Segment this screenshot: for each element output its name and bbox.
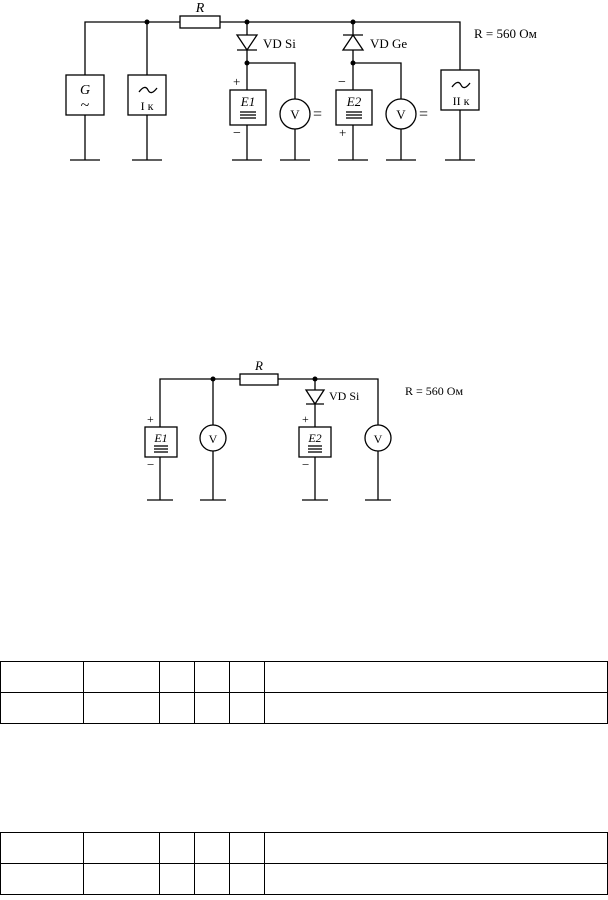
- generator-letter: G: [80, 83, 90, 98]
- generator-wave-symbol: ~: [81, 97, 90, 114]
- source1-label: E1: [240, 94, 255, 109]
- minus-sign: −: [147, 457, 154, 472]
- data-table-2: [0, 832, 608, 895]
- circuit-diagram-2: R R = 560 Ом + E1 − V VD Si + E2 − V: [144, 358, 463, 501]
- waveform-icon: [138, 86, 158, 94]
- oscilloscope-input-2: [440, 69, 480, 111]
- source2-label: E2: [307, 431, 321, 445]
- plus-sign: +: [339, 125, 346, 140]
- resistance-note: R = 560 Ом: [405, 384, 463, 398]
- voltmeter-label: V: [209, 432, 218, 446]
- oscilloscope-input-1: [127, 74, 167, 116]
- table-row: [0, 661, 608, 693]
- resistor: [239, 373, 279, 386]
- resistor-label: R: [254, 358, 263, 373]
- scope2-label: II к: [453, 94, 470, 108]
- source1-label: E1: [153, 431, 167, 445]
- diode1-label: VD Si: [263, 36, 296, 51]
- table-row: [0, 863, 608, 895]
- diode-vd-ge: [341, 33, 365, 51]
- source2-label: E2: [346, 94, 362, 109]
- dc-symbol: =: [313, 106, 322, 123]
- data-table-1: [0, 661, 608, 724]
- resistance-note: R = 560 Ом: [474, 26, 537, 41]
- resistor: [179, 15, 221, 29]
- plus-sign: +: [233, 74, 240, 89]
- diode2-label: VD Ge: [370, 36, 407, 51]
- voltmeter-label: V: [290, 107, 300, 122]
- dc-symbol: =: [419, 106, 428, 123]
- plus-sign: +: [302, 412, 309, 426]
- waveform-icon: [451, 81, 471, 89]
- table-row: [0, 692, 608, 724]
- diode-vd-si: [304, 389, 326, 406]
- minus-sign: −: [338, 75, 346, 90]
- voltmeter-label: V: [374, 432, 383, 446]
- voltmeter-label: V: [396, 107, 406, 122]
- resistor-label: R: [195, 1, 205, 16]
- minus-sign: −: [233, 126, 241, 141]
- dc-source-e2: [335, 89, 373, 126]
- table-row: [0, 832, 608, 864]
- minus-sign: −: [302, 457, 309, 472]
- scope1-label: I к: [141, 99, 154, 113]
- dc-source-e1: [229, 89, 267, 126]
- circuit-diagram-1: R R = 560 Ом G ~ I к VD Si + E1 − V = VD…: [65, 1, 537, 161]
- diode-label: VD Si: [329, 389, 360, 403]
- diode-vd-si: [235, 34, 259, 52]
- plus-sign: +: [147, 412, 154, 426]
